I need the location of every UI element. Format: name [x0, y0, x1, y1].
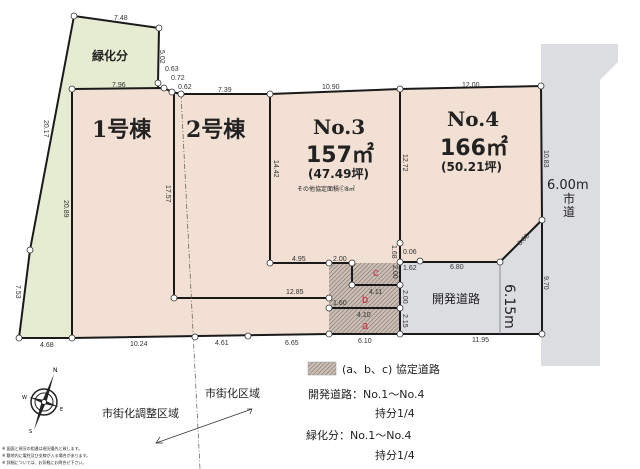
dim: 0.72 — [171, 75, 185, 82]
dim: 0.06 — [403, 249, 417, 256]
svg-text:N: N — [53, 367, 58, 374]
dim: 6.80 — [450, 264, 464, 271]
lot-1-label: 1号棟 — [92, 117, 152, 143]
dim: 10.24 — [130, 341, 148, 348]
footnote: ※ 敷地内に電柱及び支線が入る場合があります。 — [2, 453, 91, 458]
dim: 1.68 — [390, 245, 397, 259]
dim: 4.61 — [215, 340, 229, 347]
legend-green-share: 持分1/4 — [375, 449, 415, 462]
dim: 20.17 — [42, 120, 49, 138]
dev-road-label: 開発道路 — [432, 292, 481, 306]
dim: 14.42 — [272, 160, 279, 178]
legend-hatch-swatch — [307, 361, 337, 376]
dim: 2.00 — [333, 256, 347, 263]
zone-adjustment: 市街化調整区域 — [102, 407, 179, 420]
agreement-part-c: c — [373, 267, 379, 279]
legend-dev-road-share: 持分1/4 — [375, 407, 415, 420]
dim: 9.70 — [542, 276, 549, 290]
dim: 4.68 — [40, 342, 54, 349]
footnote: ※ 詳細については、お気軽にお問合せ下さい。 — [2, 460, 87, 465]
lot-4-label: No.4 — [447, 107, 500, 131]
dim: 7.39 — [218, 87, 232, 94]
agreement-part-b: b — [362, 294, 368, 306]
agreement-road-area — [329, 263, 400, 334]
city-road-label: 市道 — [563, 192, 576, 219]
dim: 0.63 — [165, 66, 179, 73]
dim: 4.10 — [357, 312, 371, 319]
city-road-area — [541, 44, 618, 366]
footnote: ※ 図面と現況の相違は現況優先と致します。 — [2, 446, 83, 451]
green-area-label: 緑化分 — [92, 49, 129, 63]
dim: 10.83 — [542, 150, 549, 168]
dim: 7.48 — [114, 15, 128, 22]
dim: 12.72 — [401, 154, 408, 172]
dim: 10.90 — [322, 84, 340, 91]
dim: 2.00 — [391, 265, 398, 279]
dim: 12.85 — [286, 289, 304, 296]
dim: 20.89 — [62, 200, 69, 218]
agreement-part-a: a — [362, 320, 369, 332]
dim: 11.95 — [472, 337, 489, 344]
city-road-width: 6.00m — [547, 178, 589, 193]
svg-text:W: W — [22, 395, 27, 401]
dim: 17.57 — [164, 185, 171, 203]
zone-urbanization: 市街化区域 — [205, 387, 260, 400]
dim: 7.96 — [112, 82, 126, 89]
compass-icon: N E S W — [22, 367, 63, 435]
svg-text:S: S — [29, 429, 32, 435]
dim: 4.95 — [292, 256, 306, 263]
dim: 1.60 — [333, 300, 347, 307]
dim: 12.00 — [462, 82, 480, 89]
dim: 5.02 — [158, 50, 165, 64]
legend-green: 緑化分：No.1〜No.4 — [306, 429, 412, 442]
lot-4-area: 166㎡ — [440, 136, 508, 161]
zone-arrow — [155, 408, 253, 444]
legend-dev-road: 開発道路：No.1〜No.4 — [308, 388, 425, 401]
lot-3-label: No.3 — [313, 115, 366, 139]
dim: 4.11 — [369, 289, 382, 296]
lot-3-area: 157㎡ — [306, 143, 374, 168]
dim: 2.00 — [401, 290, 408, 304]
dim: 1.62 — [403, 265, 417, 272]
lot-2-label: 2号棟 — [186, 117, 246, 143]
lot-3-tsubo: (47.49坪) — [308, 167, 369, 181]
lot-3-note: その他協定面積Ⓒ8㎡ — [297, 186, 355, 193]
dim: 7.53 — [14, 285, 21, 299]
svg-text:E: E — [60, 407, 63, 413]
dev-road-width: 6.15m — [501, 284, 517, 329]
dim: 0.62 — [178, 84, 192, 91]
dim: 6.65 — [285, 340, 299, 347]
dim: 6.10 — [358, 338, 372, 345]
lot-4-tsubo: (50.21坪) — [441, 160, 502, 174]
legend-hatch-label: (a、b、c) 協定道路 — [342, 363, 440, 376]
dim: 2.15 — [401, 314, 408, 328]
